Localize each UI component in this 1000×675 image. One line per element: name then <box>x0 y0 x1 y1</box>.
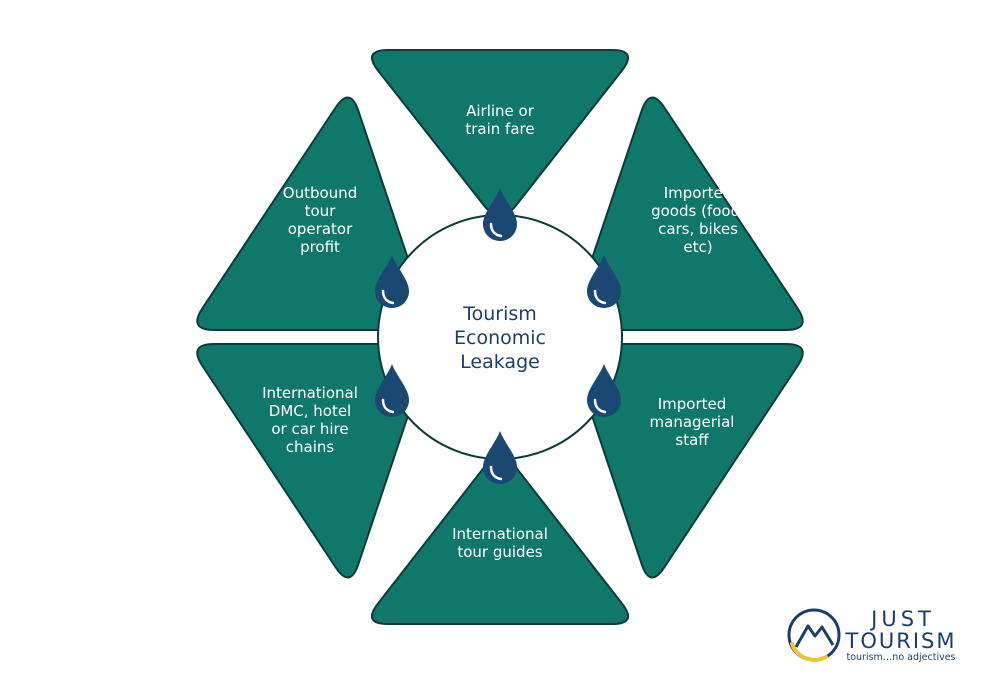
water-drop-icon <box>483 188 517 241</box>
segment-label-line: Airline or <box>466 102 535 120</box>
water-drop-icon <box>587 364 621 417</box>
water-drop-icon <box>483 431 517 484</box>
drops <box>375 188 621 484</box>
segment-label-line: International <box>452 525 548 543</box>
water-drop-icon <box>375 364 409 417</box>
segment-label-line: cars, bikes <box>658 220 738 238</box>
segment-label-line: DMC, hotel <box>269 402 351 420</box>
segment-label-line: train fare <box>465 120 534 138</box>
segment-label-line: tour guides <box>457 543 542 561</box>
logo-tagline: tourism…no adjectives <box>847 652 956 663</box>
mountain-sun-logo-icon <box>787 608 841 662</box>
segment-label-line: managerial <box>650 413 735 431</box>
segment-label-line: staff <box>675 431 709 449</box>
center-title-line: Leakage <box>460 351 540 373</box>
center-title-line: Economic <box>454 327 546 349</box>
logo-line1: JUST <box>869 607 935 631</box>
segment-label-line: or car hire <box>271 420 348 438</box>
segment-label-line: Imported <box>664 184 733 202</box>
segment-label-line: Imported <box>658 395 727 413</box>
segment-label-line: chains <box>286 438 335 456</box>
water-drop-icon <box>587 255 621 308</box>
segment-label-line: profit <box>300 238 340 256</box>
water-drop-icon <box>375 255 409 308</box>
segment-label-line: International <box>262 384 358 402</box>
center-title-line: Tourism <box>462 303 537 325</box>
segment-label-line: tour <box>305 202 337 220</box>
segment-label-line: etc) <box>683 238 712 256</box>
segment-label-line: goods (food, <box>651 202 745 220</box>
just-tourism-logo: JUST TOURISM tourism…no adjectives <box>787 607 957 663</box>
logo-line2: TOURISM <box>845 629 957 653</box>
segment-label-line: Outbound <box>283 184 357 202</box>
segment-label-line: operator <box>288 220 353 238</box>
